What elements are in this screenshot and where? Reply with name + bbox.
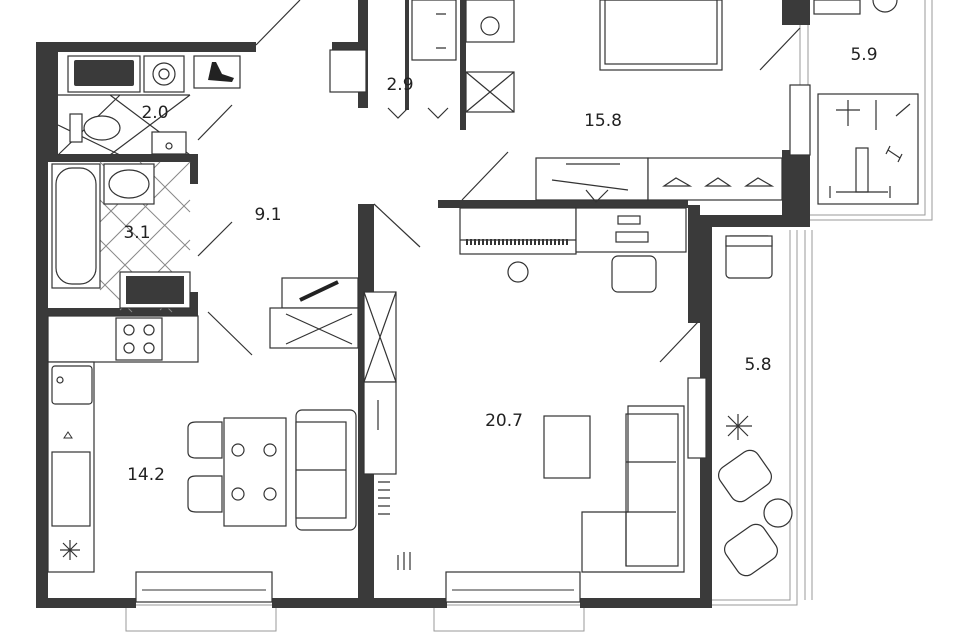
desk-icon	[551, 163, 629, 203]
sink-icon	[151, 131, 187, 155]
room-area-living-room: 20.7	[485, 411, 523, 431]
dumbbell-icon	[885, 145, 903, 163]
snowflake-icon	[60, 540, 80, 560]
balcony-lower: 5.8	[718, 235, 793, 577]
sofa-icon	[581, 405, 685, 573]
balcony-outlines	[125, 0, 933, 632]
armchair-icon	[725, 235, 773, 279]
room-area-hallway: 9.1	[254, 205, 281, 225]
wc-room: 2.0	[57, 55, 241, 156]
sofa-icon	[295, 409, 357, 531]
kitchen-room: 14.2	[47, 315, 357, 573]
hallway-room: 9.1	[254, 49, 367, 349]
doors	[197, 0, 801, 570]
desk-icon	[615, 215, 649, 243]
washing-machine-icon	[143, 55, 185, 93]
room-area-balcony-lower: 5.8	[744, 355, 771, 375]
gym-equipment-icon	[817, 93, 919, 205]
bed-icon	[599, 0, 723, 71]
shoe-icon	[193, 55, 241, 89]
room-area-bedroom: 15.8	[584, 111, 622, 131]
living-room: 20.7	[363, 207, 687, 573]
chair-icon	[187, 421, 223, 513]
room-area-wc: 2.0	[141, 103, 168, 123]
plant-icon	[726, 414, 752, 440]
room-area-bathroom: 3.1	[123, 223, 150, 243]
bathtub-icon	[51, 163, 101, 289]
sink-icon	[51, 365, 93, 405]
crib-icon	[480, 16, 500, 36]
armchair-icon	[718, 449, 778, 577]
sink-icon	[103, 163, 155, 205]
room-area-balcony-upper: 5.9	[850, 45, 877, 65]
stove-icon	[115, 317, 163, 361]
hanger-icon	[662, 177, 775, 187]
room-area-closet: 2.9	[386, 75, 413, 95]
piano-icon	[459, 207, 577, 283]
comb-icon	[281, 277, 359, 309]
balcony-upper: 5.9	[813, 0, 919, 205]
toilet-icon	[69, 113, 121, 143]
bathroom-room: 3.1	[51, 161, 191, 313]
closet-room: 2.9	[386, 0, 515, 113]
chair-icon	[611, 255, 657, 293]
bedroom-room: 15.8	[535, 0, 783, 203]
dining-table	[223, 417, 287, 527]
room-area-kitchen: 14.2	[127, 465, 165, 485]
